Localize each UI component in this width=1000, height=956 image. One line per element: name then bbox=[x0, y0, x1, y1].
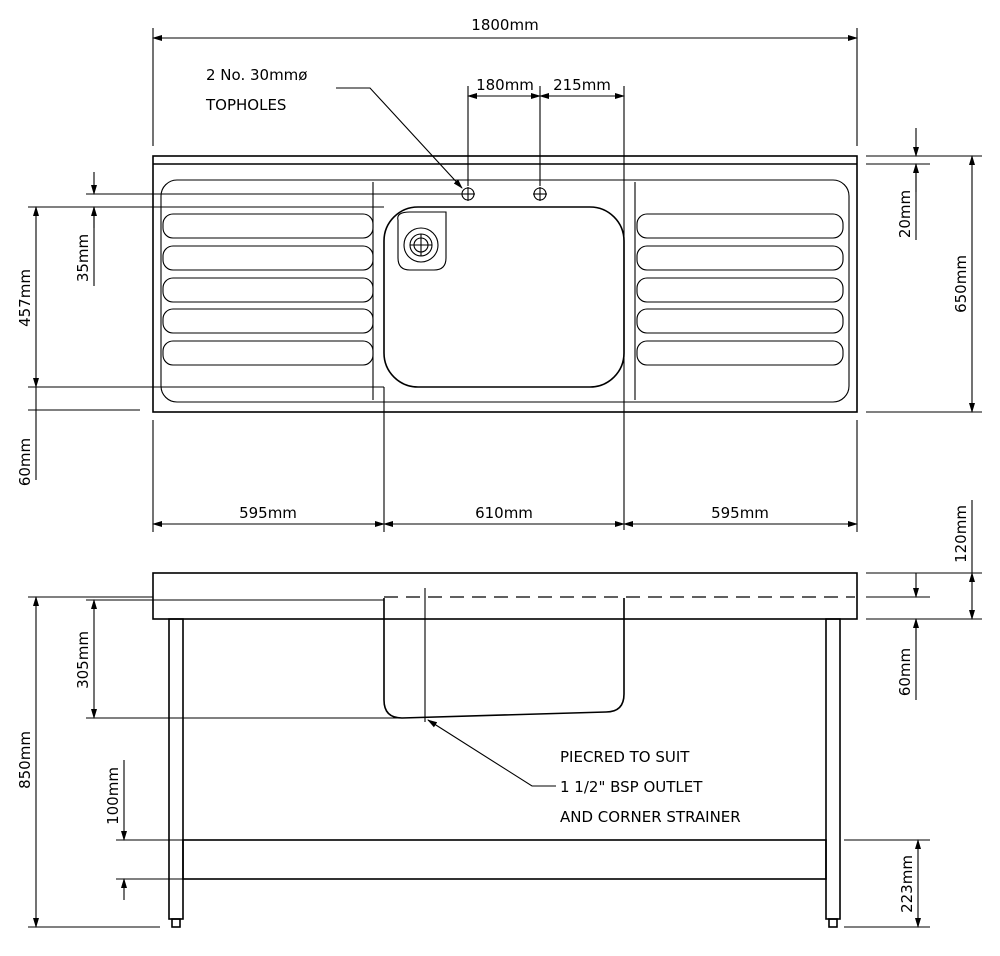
drainer-recess bbox=[160, 179, 850, 403]
dim-undershelf-gap: 100mm bbox=[104, 767, 122, 825]
right-drainer-grooves bbox=[634, 182, 844, 400]
dim-overall-height: 850mm bbox=[16, 731, 34, 789]
dim-tophole-offset: 35mm bbox=[74, 234, 92, 282]
leg-left bbox=[168, 618, 184, 920]
note-topholes-line2: TOPHOLES bbox=[205, 96, 286, 114]
bowl-elevation bbox=[383, 598, 625, 719]
dim-drainer-right: 595mm bbox=[711, 504, 769, 522]
note-outlet-line1: PIECRED TO SUIT bbox=[560, 748, 690, 766]
undershelf bbox=[182, 839, 827, 880]
dim-undershelf-height: 223mm bbox=[898, 855, 916, 913]
note-topholes-line1: 2 No. 30mmø bbox=[206, 66, 307, 84]
worktop-front bbox=[152, 572, 858, 620]
tophole-leader bbox=[336, 87, 463, 189]
dim-bowl-depth: 305mm bbox=[74, 631, 92, 689]
plan-outline bbox=[152, 155, 858, 413]
dim-top-thickness: 120mm bbox=[952, 505, 970, 563]
dim-bowl-width: 610mm bbox=[475, 504, 533, 522]
dim-overall-length: 1800mm bbox=[471, 16, 538, 34]
note-outlet-line2: 1 1/2" BSP OUTLET bbox=[560, 778, 703, 796]
outlet-leader bbox=[427, 719, 556, 787]
dim-upstand: 20mm bbox=[896, 190, 914, 238]
front-elevation bbox=[152, 572, 858, 928]
dim-drainer-left: 595mm bbox=[239, 504, 297, 522]
corner-waste bbox=[397, 211, 447, 271]
foot-left bbox=[171, 918, 181, 928]
leg-right bbox=[825, 618, 841, 920]
dim-apron: 60mm bbox=[896, 648, 914, 696]
tophole-2 bbox=[533, 187, 547, 201]
left-drainer-grooves bbox=[162, 182, 374, 400]
plan-view bbox=[152, 155, 858, 413]
dim-tophole-spacing-2: 215mm bbox=[553, 76, 611, 94]
dim-bowl-length: 457mm bbox=[16, 269, 34, 327]
dim-front-margin: 60mm bbox=[16, 438, 34, 486]
dim-tophole-spacing-1: 180mm bbox=[476, 76, 534, 94]
dim-depth: 650mm bbox=[952, 255, 970, 313]
foot-right bbox=[828, 918, 838, 928]
tophole-1 bbox=[461, 187, 475, 201]
note-outlet-line3: AND CORNER STRAINER bbox=[560, 808, 741, 826]
